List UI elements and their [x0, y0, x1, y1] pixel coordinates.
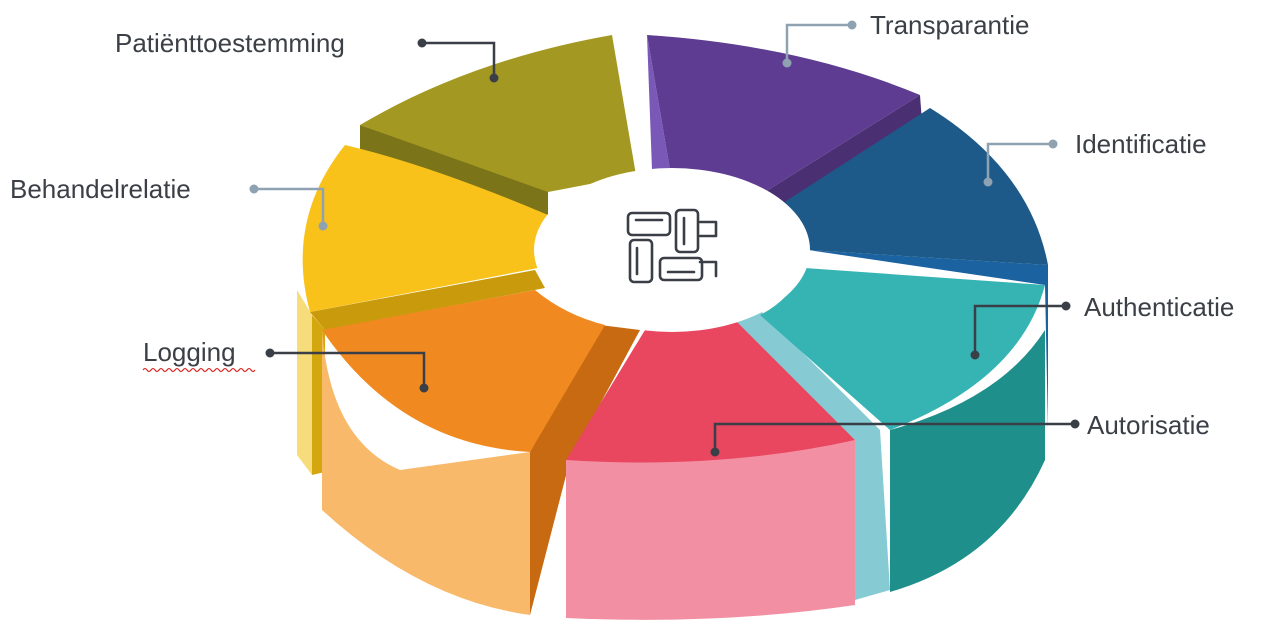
- label-autorisatie: Autorisatie: [1087, 410, 1210, 440]
- segment-logging-side-dark: [530, 325, 640, 615]
- dot-behandelrelatie-start: [318, 221, 328, 231]
- leader-behandelrelatie: [254, 187, 325, 226]
- dot-transparantie-start: [782, 58, 792, 68]
- segment-logging-side: [322, 330, 530, 615]
- segment-behandelrelatie-inner-side: [310, 270, 545, 330]
- segment-autorisatie: [566, 315, 855, 463]
- center-hub: [534, 168, 810, 332]
- segment-authenticatie-side: [890, 330, 1045, 592]
- label-authenticatie: Authenticatie: [1084, 292, 1234, 322]
- segment-authenticatie-side-light: [730, 310, 890, 600]
- segment-transparantie-side: [760, 95, 922, 205]
- dot-autorisatie-start: [710, 447, 720, 457]
- segment-behandelrelatie-side: [297, 290, 312, 475]
- leader-patienttoestemming: [422, 41, 496, 78]
- dot-authenticatie-end: [1061, 301, 1071, 311]
- leader-identificatie: [986, 142, 1053, 182]
- segment-transparantie: [647, 35, 920, 195]
- dot-authenticatie-start: [970, 350, 980, 360]
- dot-patienttoestemming-end: [417, 38, 427, 48]
- segment-transparantie-edge: [647, 35, 670, 170]
- segment-logging: [322, 290, 605, 452]
- segment-patienttoestemming-side: [360, 125, 548, 215]
- label-logging: Logging: [143, 337, 236, 367]
- dot-transparantie-end: [847, 20, 857, 30]
- segment-behandelrelatie-side-inner: [312, 315, 325, 475]
- dot-logging-end: [265, 348, 275, 358]
- dot-logging-start: [419, 383, 429, 393]
- dot-identificatie-end: [1048, 139, 1058, 149]
- leader-autorisatie: [713, 422, 1075, 452]
- dot-behandelrelatie-end: [249, 184, 259, 194]
- joined-hands-icon: [626, 208, 718, 284]
- segment-identificatie-side: [808, 250, 1048, 430]
- label-patienttoestemming: Patiënttoestemming: [115, 28, 345, 58]
- leader-logging: [270, 351, 426, 388]
- label-identificatie: Identificatie: [1075, 129, 1207, 159]
- leader-authenticatie: [973, 304, 1066, 355]
- dot-identificatie-start: [983, 177, 993, 187]
- segment-behandelrelatie: [302, 145, 548, 312]
- leader-transparantie: [785, 23, 852, 62]
- label-transparantie: Transparantie: [870, 10, 1029, 40]
- segment-identificatie: [780, 108, 1048, 265]
- spellcheck-underline: [142, 367, 256, 373]
- segment-patienttoestemming: [360, 35, 636, 192]
- segment-autorisatie-side: [566, 440, 855, 620]
- label-behandelrelatie: Behandelrelatie: [10, 174, 191, 204]
- dot-patienttoestemming-start: [489, 73, 499, 83]
- dot-autorisatie-end: [1070, 419, 1080, 429]
